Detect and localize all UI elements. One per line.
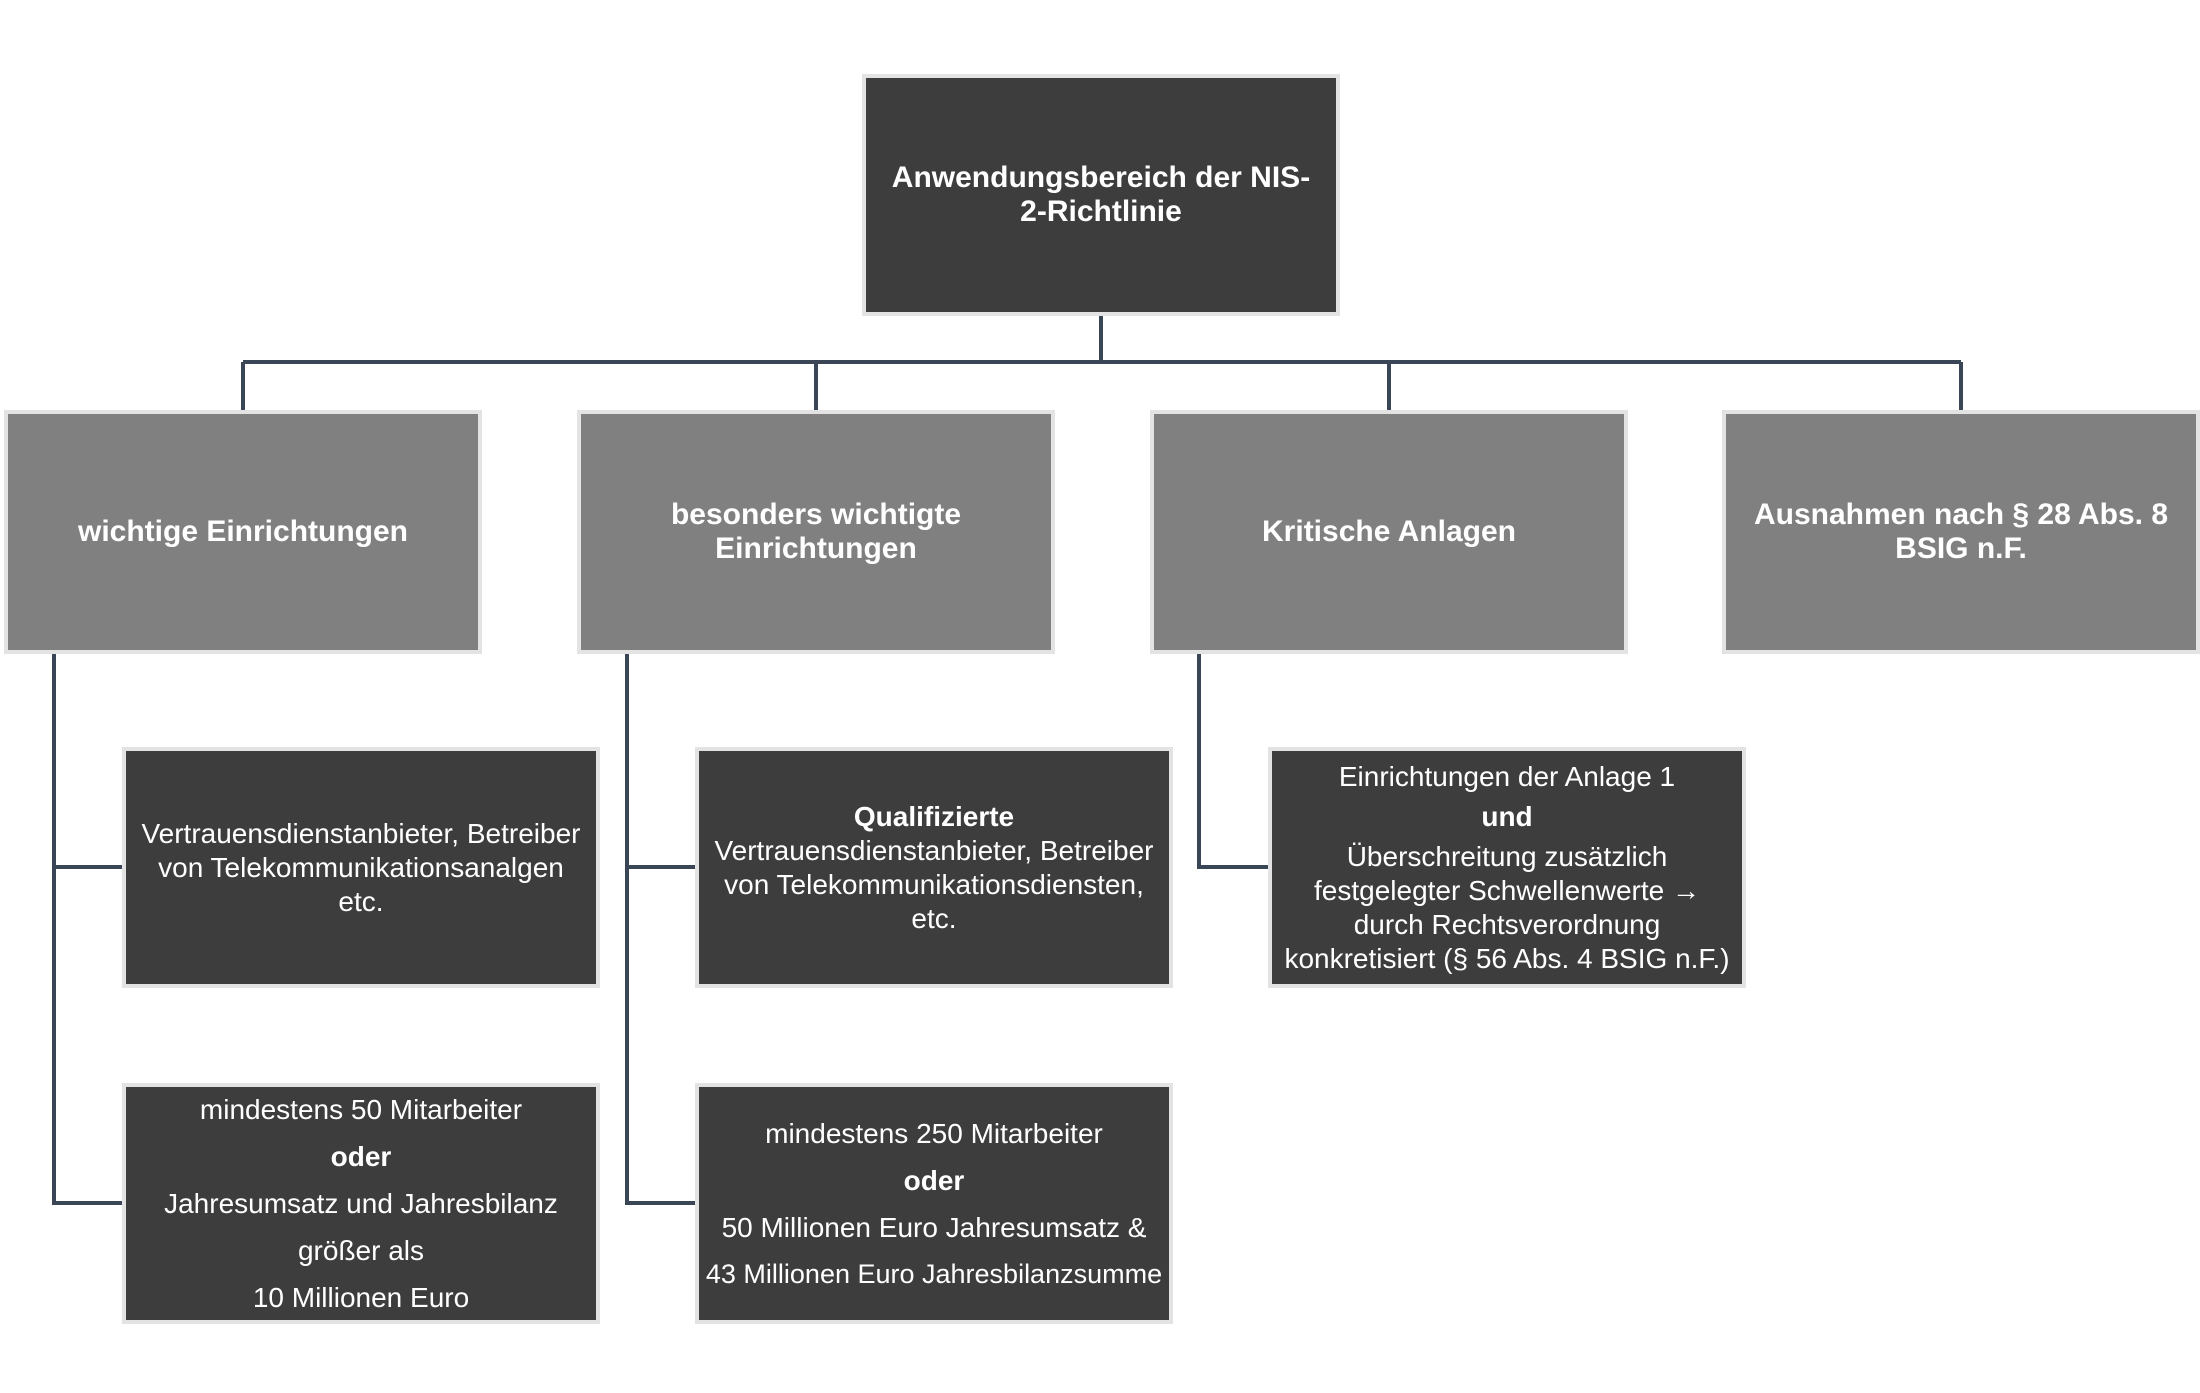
category-label: Kritische Anlagen [1262, 515, 1516, 548]
wichtige-size-line-1: mindestens 50 Mitarbeiter [199, 1094, 523, 1125]
kritisch-child-line [1197, 651, 1270, 869]
root-node: Anwendungsbereich der NIS-2-Richtlinie [862, 74, 1340, 316]
wichtige-size-line-4: 10 Millionen Euro [252, 1282, 470, 1313]
wichtige-children-line [52, 651, 124, 1205]
category-wichtige: wichtige Einrichtungen [4, 410, 482, 654]
category-label: Ausnahmen nach § 28 Abs. 8 BSIG n.F. [1753, 498, 2169, 565]
category-kritisch: Kritische Anlagen [1150, 410, 1628, 654]
besonders-size-connector: oder [903, 1164, 965, 1196]
wichtige-size-line-2: Jahresumsatz und Jahresbilanz [164, 1188, 558, 1219]
besonders-type-text: Vertrauensdienstanbieter, Betreiber von … [714, 834, 1154, 934]
besonders-size-line-2: 50 Millionen Euro Jahresumsatz & [721, 1211, 1147, 1243]
besonders-size-node: mindestens 250 Mitarbeiter oder 50 Milli… [695, 1083, 1173, 1324]
besonders-size-line-3: 43 Millionen Euro Jahresbilanzsumme [705, 1258, 1163, 1289]
besonders-type-node: Qualifizierte Vertrauensdienstanbieter, … [695, 747, 1173, 988]
kritisch-criteria-node: Einrichtungen der Anlage 1 und Überschre… [1268, 747, 1746, 988]
kritisch-criteria-line-1: Einrichtungen der Anlage 1 [1338, 760, 1676, 792]
wichtige-type-text: Vertrauensdienstanbieter, Betreiber von … [141, 817, 581, 917]
category-besonders: besonders wichtigte Einrichtungen [577, 410, 1055, 654]
wichtige-size-connector: oder [330, 1141, 392, 1172]
besonders-size-line-1: mindestens 250 Mitarbeiter [765, 1117, 1103, 1149]
category-label: besonders wichtigte Einrichtungen [670, 498, 962, 565]
root-label: Anwendungsbereich der NIS-2-Richtlinie [891, 161, 1311, 228]
wichtige-type-node: Vertrauensdienstanbieter, Betreiber von … [122, 747, 600, 988]
wichtige-size-line-3: größer als [297, 1235, 425, 1266]
wichtige-size-node: mindestens 50 Mitarbeiter oder Jahresums… [122, 1083, 600, 1324]
category-ausnahmen: Ausnahmen nach § 28 Abs. 8 BSIG n.F. [1722, 410, 2200, 654]
kritisch-criteria-line-2: Überschreitung zusätzlich festgelegter S… [1284, 840, 1730, 974]
kritisch-criteria-connector: und [1481, 800, 1533, 832]
category-label: wichtige Einrichtungen [77, 515, 408, 548]
besonders-children-line [625, 651, 697, 1205]
besonders-type-qualifier: Qualifizierte [853, 800, 1015, 832]
